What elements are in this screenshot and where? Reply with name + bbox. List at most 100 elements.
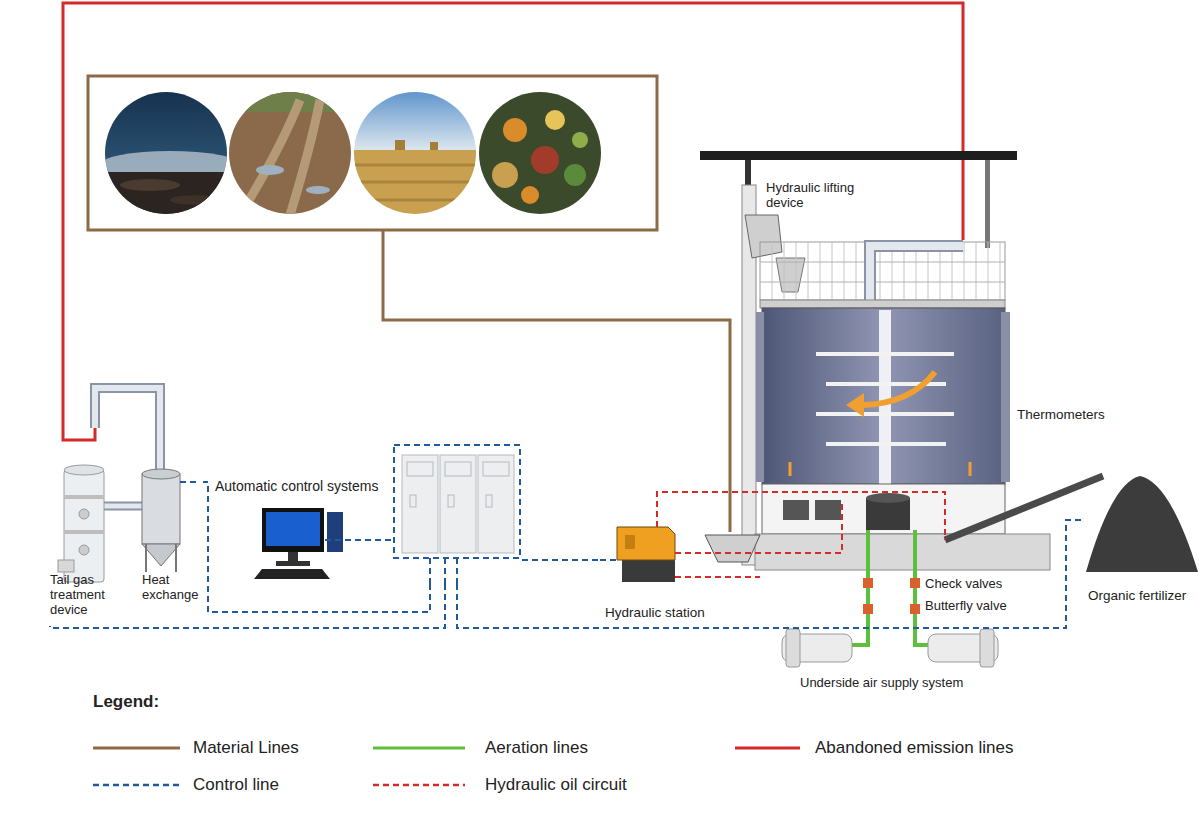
control-cabinets: [407, 462, 433, 476]
gas-pipes: [104, 504, 142, 509]
reactor: [879, 310, 891, 484]
part-label: Check valves: [925, 577, 1002, 592]
reactor: [790, 462, 970, 476]
control-cabinets: [410, 495, 416, 507]
heat-exchanger: [142, 469, 180, 572]
hydraulic-station-unit: [617, 527, 675, 560]
raw-material-panel: [350, 150, 482, 220]
reactor: [783, 500, 809, 520]
reactor: [870, 246, 963, 300]
legend-samples: [373, 784, 465, 787]
reactor: [776, 258, 805, 292]
control-cabinets: [478, 455, 514, 553]
node-label: Organic fertilizer: [1088, 588, 1186, 604]
control-line: [522, 559, 600, 561]
raw-material-panel: [531, 146, 559, 174]
node-label: Tail gas treatment device: [50, 573, 122, 618]
hydraulic-oil-circuit: [675, 576, 760, 578]
reactor: [826, 442, 946, 446]
raw-material-panel: [256, 165, 284, 175]
raw-material-panel: [475, 90, 607, 220]
raw-material-panel: [120, 179, 180, 191]
control-wiring: [180, 481, 198, 483]
blowers: [786, 629, 800, 667]
heat-exchanger: [142, 474, 180, 544]
aeration-lines: [863, 578, 873, 588]
control-cabinets: [448, 495, 454, 507]
reactor: [760, 242, 1005, 300]
raw-material-panel: [350, 165, 482, 200]
raw-material-panel: [100, 90, 240, 222]
part-label: Hydraulic lifting device: [766, 181, 858, 211]
reactor: [762, 308, 1005, 484]
legend-heading: Legend:: [93, 692, 159, 712]
tail-gas-tower: [58, 465, 104, 582]
reactor: [862, 372, 935, 405]
raw-material-panel: [350, 90, 482, 220]
reactor: [1001, 312, 1010, 482]
control-wiring: [600, 559, 617, 561]
control-cabinets: [440, 455, 476, 553]
raw-material-panel: [290, 100, 320, 215]
raw-material-panel: [564, 164, 586, 186]
control-line: [50, 584, 445, 628]
legend-samples: [373, 747, 465, 750]
raw-material-panel: [88, 76, 657, 230]
legend-text: Control line: [193, 775, 279, 795]
hydraulic-station-unit: [617, 527, 675, 582]
reactor: [705, 535, 760, 562]
reactor: [745, 160, 751, 186]
reactor: [945, 476, 1103, 540]
control-wiring: [430, 558, 457, 584]
air-supply-node: Underside air supply system: [775, 630, 1007, 694]
raw-material-panel: [225, 90, 357, 220]
raw-material-panel: [492, 162, 518, 188]
control-cabinets: [486, 495, 492, 507]
blowers: [980, 629, 994, 667]
tail-gas-tower: [64, 465, 104, 475]
heat-exchanger-node: Heat exchange: [136, 462, 203, 608]
raw-material-panel: [521, 186, 539, 204]
fertilizer-node: Organic fertilizer: [1082, 470, 1198, 608]
computer: [276, 561, 310, 566]
reactor: [846, 393, 864, 417]
gas-pipes: [95, 388, 160, 474]
legend-samples: [93, 784, 180, 787]
control-cabinets: [402, 455, 438, 553]
tail-gas-device: Tail gas treatment device: [46, 460, 130, 626]
aeration-lines: [910, 578, 920, 588]
raw-material-panel: [100, 172, 232, 222]
heat-exchanger: [142, 469, 180, 479]
raw-material-panel: [475, 90, 607, 220]
node-label: Heat exchange: [142, 573, 200, 603]
hydraulic-station-unit: [625, 535, 635, 549]
hydraulic-oil-circuit: [657, 492, 945, 540]
raw-material-panel: [395, 140, 405, 150]
tail-gas-tower: [58, 560, 74, 572]
computer: [254, 508, 343, 579]
reactor: [816, 412, 954, 416]
raw-material-panel: [225, 90, 357, 112]
raw-material-panel: [430, 142, 438, 150]
fertilizer-pile: [1086, 476, 1198, 572]
raw-material-panel: [503, 118, 527, 142]
control-line: [203, 482, 430, 612]
control-wiring: [180, 445, 617, 584]
control-cabinets: [445, 462, 471, 476]
raw-material-panel: [225, 90, 357, 220]
control-line: [457, 520, 1082, 628]
legend-text: Aeration lines: [485, 738, 588, 758]
control-cabinets: [483, 462, 509, 476]
hydraulic-oil-circuit: [657, 492, 945, 577]
raw-material-panel: [350, 90, 482, 152]
reactor: [700, 151, 1103, 570]
legend-text: Hydraulic oil circuit: [485, 775, 627, 795]
tail-gas-tower: [79, 509, 89, 519]
reactor: [985, 160, 990, 248]
gas-pipes: [95, 388, 160, 474]
raw-material-panel: [306, 186, 330, 194]
part-label: Thermometers: [1017, 407, 1105, 423]
aeration-lines: [863, 604, 873, 614]
node-label: Underside air supply system: [800, 676, 963, 691]
reactor: [870, 246, 963, 300]
